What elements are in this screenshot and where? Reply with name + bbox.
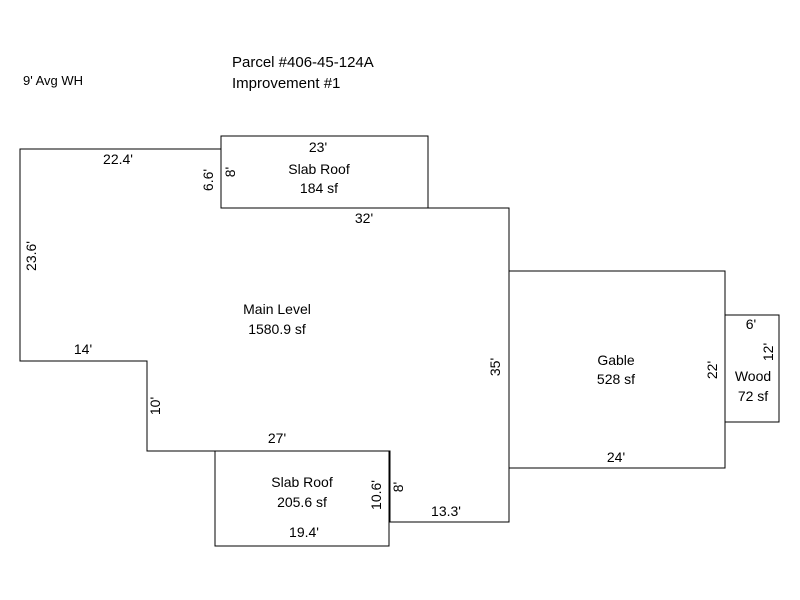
- dim-slab-top-width: 23': [309, 139, 327, 155]
- dim-slab-bottom-right: 8': [390, 482, 406, 492]
- main-level-area: 1580.9 sf: [248, 321, 306, 337]
- dim-main-bottom: 27': [268, 430, 286, 446]
- gable-area: 528 sf: [597, 371, 635, 387]
- wood-deck-outline: [724, 314, 780, 423]
- wood-deck-name: Wood: [735, 368, 771, 384]
- slab-roof-bottom-outline: [214, 450, 390, 547]
- slab-roof-bottom-area: 205.6 sf: [277, 494, 327, 510]
- dim-slab-top-depth: 8': [222, 167, 238, 177]
- slab-roof-top-outline: [220, 135, 429, 209]
- dim-gable-width: 24': [607, 449, 625, 465]
- dim-slab-bottom-width: 19.4': [289, 524, 319, 540]
- gable-outline: [508, 270, 726, 469]
- dim-main-step-small: 6.6': [200, 169, 216, 191]
- dim-slab-bottom-left: 10.6': [368, 480, 384, 510]
- wall-height-note: 9' Avg WH: [23, 73, 84, 88]
- dim-main-bottom-right: 13.3': [431, 503, 461, 519]
- slab-roof-top-area: 184 sf: [300, 180, 338, 196]
- wood-deck-area: 72 sf: [738, 388, 768, 404]
- dim-main-left: 23.6': [23, 241, 39, 271]
- slab-roof-top-name: Slab Roof: [288, 161, 350, 177]
- slab-roof-bottom-name: Slab Roof: [271, 474, 333, 490]
- dim-wood-depth: 12': [760, 343, 776, 361]
- main-level-name: Main Level: [243, 301, 311, 317]
- improvement-number: Improvement #1: [232, 75, 341, 92]
- dim-main-right: 35': [487, 358, 503, 376]
- parcel-number: Parcel #406-45-124A: [232, 54, 374, 71]
- dim-gable-depth: 22': [704, 361, 720, 379]
- dim-main-notch: 10': [147, 397, 163, 415]
- dim-main-step: 14': [74, 341, 92, 357]
- gable-name: Gable: [597, 352, 635, 368]
- dim-wood-width: 6': [746, 316, 756, 332]
- dim-main-top-right: 32': [355, 210, 373, 226]
- dim-main-top-left: 22.4': [103, 151, 133, 167]
